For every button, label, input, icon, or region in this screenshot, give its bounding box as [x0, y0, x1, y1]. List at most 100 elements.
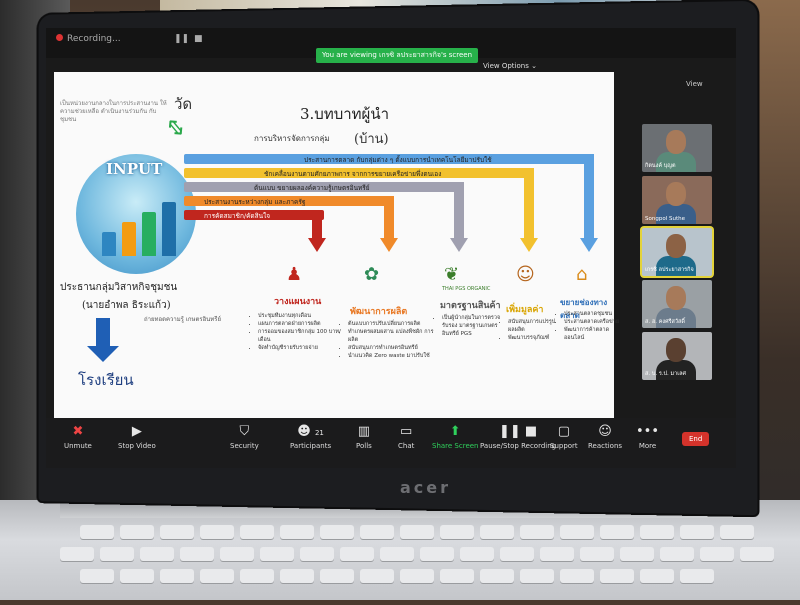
arrow-yellow-icon	[520, 238, 538, 252]
list-item: การออมของสมาชิกกลุ่ม 100 บาท/เดือน	[258, 328, 348, 344]
top-note: เป็นหน่วยงานกลางในการประสานงาน ให้ความช่…	[60, 100, 167, 123]
reactions-label: Reactions	[588, 442, 623, 450]
chat-button[interactable]: ▭ Chat	[398, 424, 414, 450]
list-item: แผนการตลาดฝ่ายการผลิต	[258, 320, 348, 328]
unmute-button[interactable]: ✖ Unmute	[64, 424, 92, 450]
col-value-list: สนับสนุนการแปรรูปผลผลิต พัฒนาบรรจุภัณฑ์	[500, 318, 568, 342]
participant-name: เกรซิ ลประยาสารกิจ	[645, 267, 694, 273]
list-item: ทำเกษตรผสมผสาน แปลงพืชผัก การผลิต	[348, 328, 438, 344]
arrow-gray-icon	[450, 238, 468, 252]
participant-name: Songpol Suthe	[645, 216, 685, 222]
drop-yellow	[524, 168, 534, 240]
ellipsis-icon: •••	[636, 424, 660, 439]
input-label: INPUT	[106, 160, 163, 178]
share-screen-label: Share Screen	[432, 442, 479, 450]
band-network	[184, 168, 534, 178]
end-meeting-button[interactable]: End	[682, 432, 710, 446]
drop-gray	[454, 182, 464, 240]
security-button[interactable]: ⛉Security	[230, 424, 259, 450]
plan-icon: ♟	[286, 264, 303, 285]
support-icon: ▢	[557, 424, 570, 439]
list-item: ต้นแบบการปรับเปลี่ยนการผลิต	[348, 320, 438, 328]
viewing-banner: You are viewing เกรซิ ลประยาสารกิจ's scr…	[316, 48, 479, 63]
band-coordination-text: ประสานงานระหว่างกลุ่ม และภาครัฐ	[204, 198, 306, 206]
chat-bubble-icon: ▭	[400, 424, 413, 439]
stop-video-button[interactable]: ▶ Stop Video	[118, 424, 156, 450]
pause-stop-icon: ❚❚ ■	[498, 424, 538, 439]
input-globe-illustration	[76, 154, 196, 274]
participants-label: Participants	[290, 442, 332, 450]
band-model	[184, 182, 464, 192]
share-screen-button[interactable]: ⬆ Share Screen	[432, 424, 479, 450]
leader-note: ถ่ายทอดความรู้ เกษตรอินทรีย์	[144, 316, 221, 323]
drop-red	[312, 210, 322, 240]
laptop-screen: ⬢ Recording... ❚❚ ■ You are viewing เกรซ…	[46, 28, 736, 468]
col-production-title: พัฒนาการผลิต	[350, 307, 408, 317]
drop-orange	[384, 196, 394, 240]
school-label: โรงเรียน	[78, 371, 134, 389]
shared-slide: เป็นหน่วยงานกลางในการประสานงาน ให้ความช่…	[54, 72, 619, 418]
participant-tile[interactable]: ส. ฮ. คงศรีสวัสดิ์	[642, 280, 712, 328]
col-standard-list: เป็นผู้นำกลุ่มในการตรวจรับรอง มาตรฐานเกษ…	[434, 314, 512, 338]
participant-name: ส. บ. ร.ป. มาเลศ	[645, 371, 686, 377]
group-management-label: การบริหารจัดการกลุ่ม	[254, 134, 330, 143]
chat-label: Chat	[398, 442, 415, 450]
list-item: เป็นผู้นำกลุ่มในการตรวจรับรอง มาตรฐานเกษ…	[442, 314, 512, 338]
view-button[interactable]: View	[686, 80, 703, 88]
stop-icon[interactable]: ■	[194, 34, 203, 44]
col-value-title: เพิ่มมูลค่า	[506, 305, 544, 315]
unmute-label: Unmute	[64, 442, 92, 450]
support-button[interactable]: ▢Support	[550, 424, 578, 450]
band-network-text: ชักเคลื่อนงานตามศักยภาพการ จากการขยายเคร…	[264, 170, 442, 178]
polls-label: Polls	[356, 442, 372, 450]
list-item: สนับสนุนการแปรรูปผลผลิต	[508, 318, 568, 334]
leader-title: ประธานกลุ่มวิสาหกิจชุมชน	[60, 282, 178, 293]
col-production-list: ต้นแบบการปรับเปลี่ยนการผลิต ทำเกษตรผสมผส…	[340, 320, 438, 360]
col-planning-title: วางแผนงาน	[274, 297, 322, 307]
drop-blue	[584, 154, 594, 240]
people-icon: ☻ 21	[297, 424, 324, 439]
list-item: สนับสนุนการทำเกษตรอินทรีย์	[348, 344, 438, 352]
stop-video-label: Stop Video	[118, 442, 156, 450]
recording-indicator[interactable]: Recording...	[56, 34, 121, 44]
participant-tile[interactable]: ส. บ. ร.ป. มาเลศ	[642, 332, 712, 380]
more-button[interactable]: •••More	[636, 424, 659, 450]
arrow-blue-icon	[580, 238, 598, 252]
pause-stop-recording-button[interactable]: ❚❚ ■ Pause/Stop Recording	[480, 424, 556, 450]
list-item: นำแนวคิด Zero waste มาปรับใช้	[348, 352, 438, 360]
col-market-title: ขยายช่องทางตลาด	[560, 298, 608, 320]
market-stall-icon: ⌂	[576, 264, 588, 285]
participants-button[interactable]: ☻ 21 Participants	[290, 424, 331, 450]
video-camera-icon: ▶	[131, 424, 142, 439]
farmer-icon: ☺	[516, 264, 535, 285]
organic-standard-icon: ❦	[444, 264, 460, 285]
blue-arrow-down-icon	[87, 346, 119, 362]
col-planning-list: ประชุมทีมงานทุกเดือน แผนการตลาดฝ่ายการผล…	[250, 312, 348, 352]
reactions-button[interactable]: ☺ Reactions	[588, 424, 622, 450]
participant-tile[interactable]: Songpol Suthe	[642, 176, 712, 224]
band-decision	[184, 210, 324, 220]
list-item: พัฒนาบรรจุภัณฑ์	[508, 334, 568, 342]
keyboard	[60, 525, 800, 605]
recording-label: Recording...	[67, 34, 121, 44]
microphone-muted-icon: ✖	[72, 424, 84, 439]
slide-title: 3.บทบาทผู้นำ	[300, 105, 390, 123]
security-label: Security	[230, 442, 259, 450]
band-model-text: ต้นแบบ ขยายผลองค์ความรู้เกษตรอินทรีย์	[254, 184, 370, 192]
participant-name: กิตนงค์ บุญต	[645, 163, 676, 169]
pgs-label: THAI PGS ORGANIC	[442, 286, 491, 292]
view-options-button[interactable]: View Options ⌄	[483, 62, 537, 70]
bar-chart-icon: ▥	[357, 424, 371, 439]
arrow-red-icon	[308, 238, 326, 252]
participant-tile[interactable]: กิตนงค์ บุญต	[642, 124, 712, 172]
smiley-icon: ☺	[598, 424, 612, 439]
participant-name: ส. ฮ. คงศรีสวัสดิ์	[645, 319, 685, 325]
blue-arrow-shaft	[96, 318, 110, 348]
participant-tile-active[interactable]: เกรซิ ลประยาสารกิจ	[642, 228, 712, 276]
pause-icon[interactable]: ❚❚	[174, 34, 190, 44]
polls-button[interactable]: ▥ Polls	[356, 424, 372, 450]
list-item: ประสานตลาดชุมชน	[564, 310, 622, 318]
zoom-toolbar: ✖ Unmute ▶ Stop Video ⛉Security ☻ 21 Partic…	[46, 418, 736, 468]
share-screen-icon: ⬆	[449, 424, 461, 439]
recording-label-toolbar: Pause/Stop Recording	[480, 442, 557, 450]
